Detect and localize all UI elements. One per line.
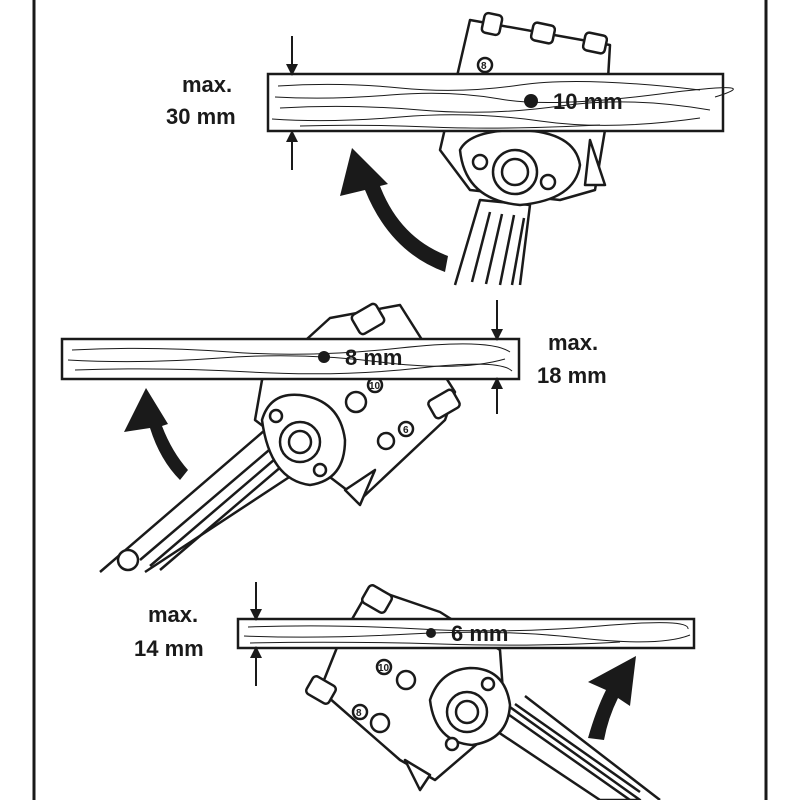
max-label-3-line1: max. bbox=[148, 602, 198, 627]
rotate-arrow-icon-1 bbox=[340, 148, 448, 272]
hole-dot-2 bbox=[318, 351, 330, 363]
wood-board-1 bbox=[266, 72, 734, 133]
jig-2-mark-10: 10 bbox=[369, 381, 381, 392]
panel-2: 10 6 8 mm max. 18 mm bbox=[60, 300, 607, 574]
max-label-1-line1: max. bbox=[182, 72, 232, 97]
panel-1: 8 10 mm max. 30 mm bbox=[166, 11, 734, 286]
hole-label-1: 10 mm bbox=[553, 89, 623, 114]
max-label-2-line1: max. bbox=[548, 330, 598, 355]
jig-1-mark-8: 8 bbox=[481, 61, 487, 72]
hole-dot-1 bbox=[524, 94, 538, 108]
wood-board-2 bbox=[60, 337, 521, 381]
rotate-arrow-icon-2 bbox=[124, 388, 188, 480]
hole-label-3: 6 mm bbox=[451, 621, 508, 646]
hole-label-2: 8 mm bbox=[345, 345, 402, 370]
rotate-arrow-icon-3 bbox=[588, 656, 636, 740]
max-label-3-line2: 14 mm bbox=[134, 636, 204, 661]
max-label-2-line2: 18 mm bbox=[537, 363, 607, 388]
panel-3: 10 8 6 mm max. 14 mm bbox=[134, 582, 696, 800]
jig-3-mark-10: 10 bbox=[378, 663, 390, 674]
hole-dot-3 bbox=[426, 628, 436, 638]
jig-2-mark-6: 6 bbox=[403, 425, 409, 436]
dowel-jig-1 bbox=[438, 11, 612, 286]
max-label-1-line2: 30 mm bbox=[166, 104, 236, 129]
wood-board-3 bbox=[236, 617, 696, 650]
jig-3-mark-8: 8 bbox=[356, 708, 362, 719]
